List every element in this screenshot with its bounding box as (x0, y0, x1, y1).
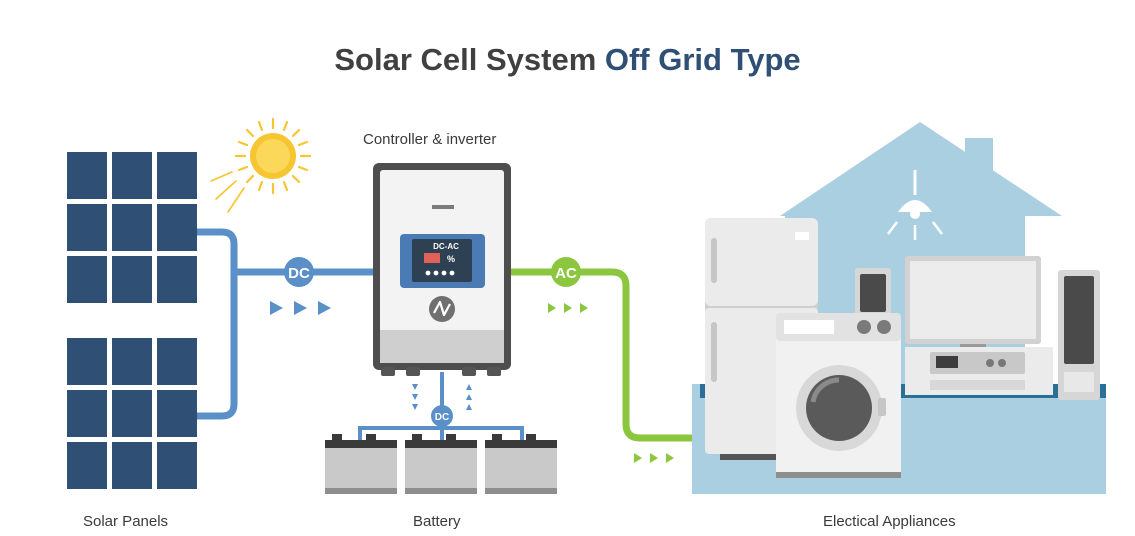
page-title: Solar Cell System Off Grid Type (0, 42, 1135, 78)
dc-badge (284, 257, 314, 287)
inverter-percent-text: % (447, 254, 455, 264)
battery-flow-arrows-icon (412, 384, 472, 410)
washing-machine-icon (776, 313, 901, 478)
sun-icon (210, 117, 312, 213)
lamp-icon (887, 170, 943, 240)
battery-icon (325, 434, 397, 494)
speaker-left-icon (855, 268, 891, 318)
title-main: Solar Cell System (334, 42, 605, 77)
battery-bank (325, 434, 557, 494)
solar-panels (67, 152, 197, 489)
battery-icon (405, 434, 477, 494)
ac-arrows-lower-icon (634, 453, 674, 463)
ac-wiring (510, 268, 692, 442)
inverter-mode-text: DC-AC (433, 242, 459, 251)
title-accent: Off Grid Type (604, 42, 801, 77)
battery-dc-badge-label: DC (435, 412, 449, 423)
stereo-cabinet-icon (905, 347, 1053, 395)
controller-label: Controller & inverter (363, 131, 497, 148)
dc-arrows-icon (270, 301, 331, 315)
ac-badge-label: AC (555, 265, 577, 282)
solar-panels-label: Solar Panels (83, 513, 169, 530)
battery-dc-badge (431, 405, 453, 427)
speaker-right-icon (1058, 270, 1100, 400)
battery-icon (485, 434, 557, 494)
battery-label: Battery (413, 513, 461, 530)
dc-wiring (197, 228, 376, 420)
ac-arrows-icon (548, 303, 588, 313)
inverter (373, 163, 511, 376)
television-icon (905, 256, 1041, 352)
ac-badge (551, 257, 581, 287)
dc-badge-label: DC (288, 265, 310, 282)
appliances-label: Electical Appliances (823, 513, 956, 530)
